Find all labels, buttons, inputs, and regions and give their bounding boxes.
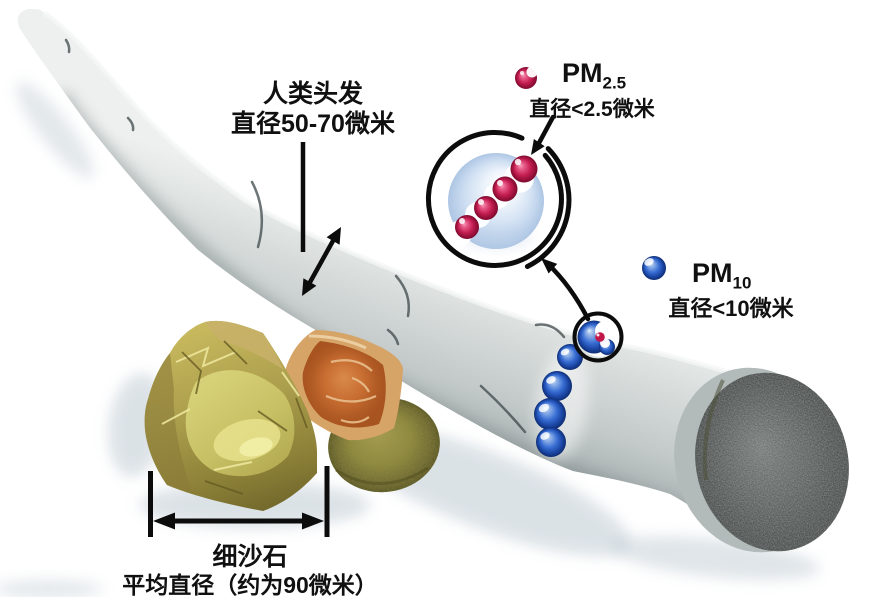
pm25-label-subscript: 2.5 [602, 73, 627, 93]
label-leader-line [300, 142, 306, 252]
pm25-label-text: PM [562, 58, 603, 88]
pm10-label-subscript: 10 [732, 273, 752, 293]
sand-diameter-arrow [148, 466, 330, 537]
sand-label-line1: 细沙石 [212, 543, 288, 571]
sand-grain-orange [285, 330, 403, 441]
pm10-label: PM10 [692, 258, 751, 293]
pm25-label: PM2.5 [562, 58, 626, 93]
hair-diameter-arrow [300, 142, 341, 296]
sand-grain-yellow [144, 320, 317, 511]
pm10-particle-icon [642, 256, 666, 280]
small-highlight-circle [572, 311, 624, 363]
pm10-circled-particle [572, 311, 624, 363]
pm25-particle-icon [515, 66, 538, 89]
hair-label-line2: 直径50-70微米 [231, 110, 395, 138]
pm10-diameter-label: 直径<10微米 [668, 296, 794, 321]
hair-label-line1: 人类头发 [262, 80, 364, 108]
hair-top-highlight [42, 10, 745, 379]
pm10-label-text: PM [692, 258, 733, 288]
pm10-particle-chain [534, 311, 624, 460]
pm25-magnifier [425, 129, 572, 269]
magnifier-pointer-arrow [541, 258, 591, 322]
pm25-pointer-arrow [531, 114, 556, 155]
sand-label-line2: 平均直径（约为90微米） [122, 572, 378, 597]
pm25-particle-chain [446, 155, 538, 247]
magnifier-circle [425, 129, 572, 269]
sand-label: 细沙石 平均直径（约为90微米） [122, 543, 378, 597]
hair-label: 人类头发 直径50-70微米 [231, 79, 395, 139]
cuticle-crack-marks [64, 38, 566, 434]
pm25-diameter-label: 直径<2.5微米 [529, 98, 655, 121]
